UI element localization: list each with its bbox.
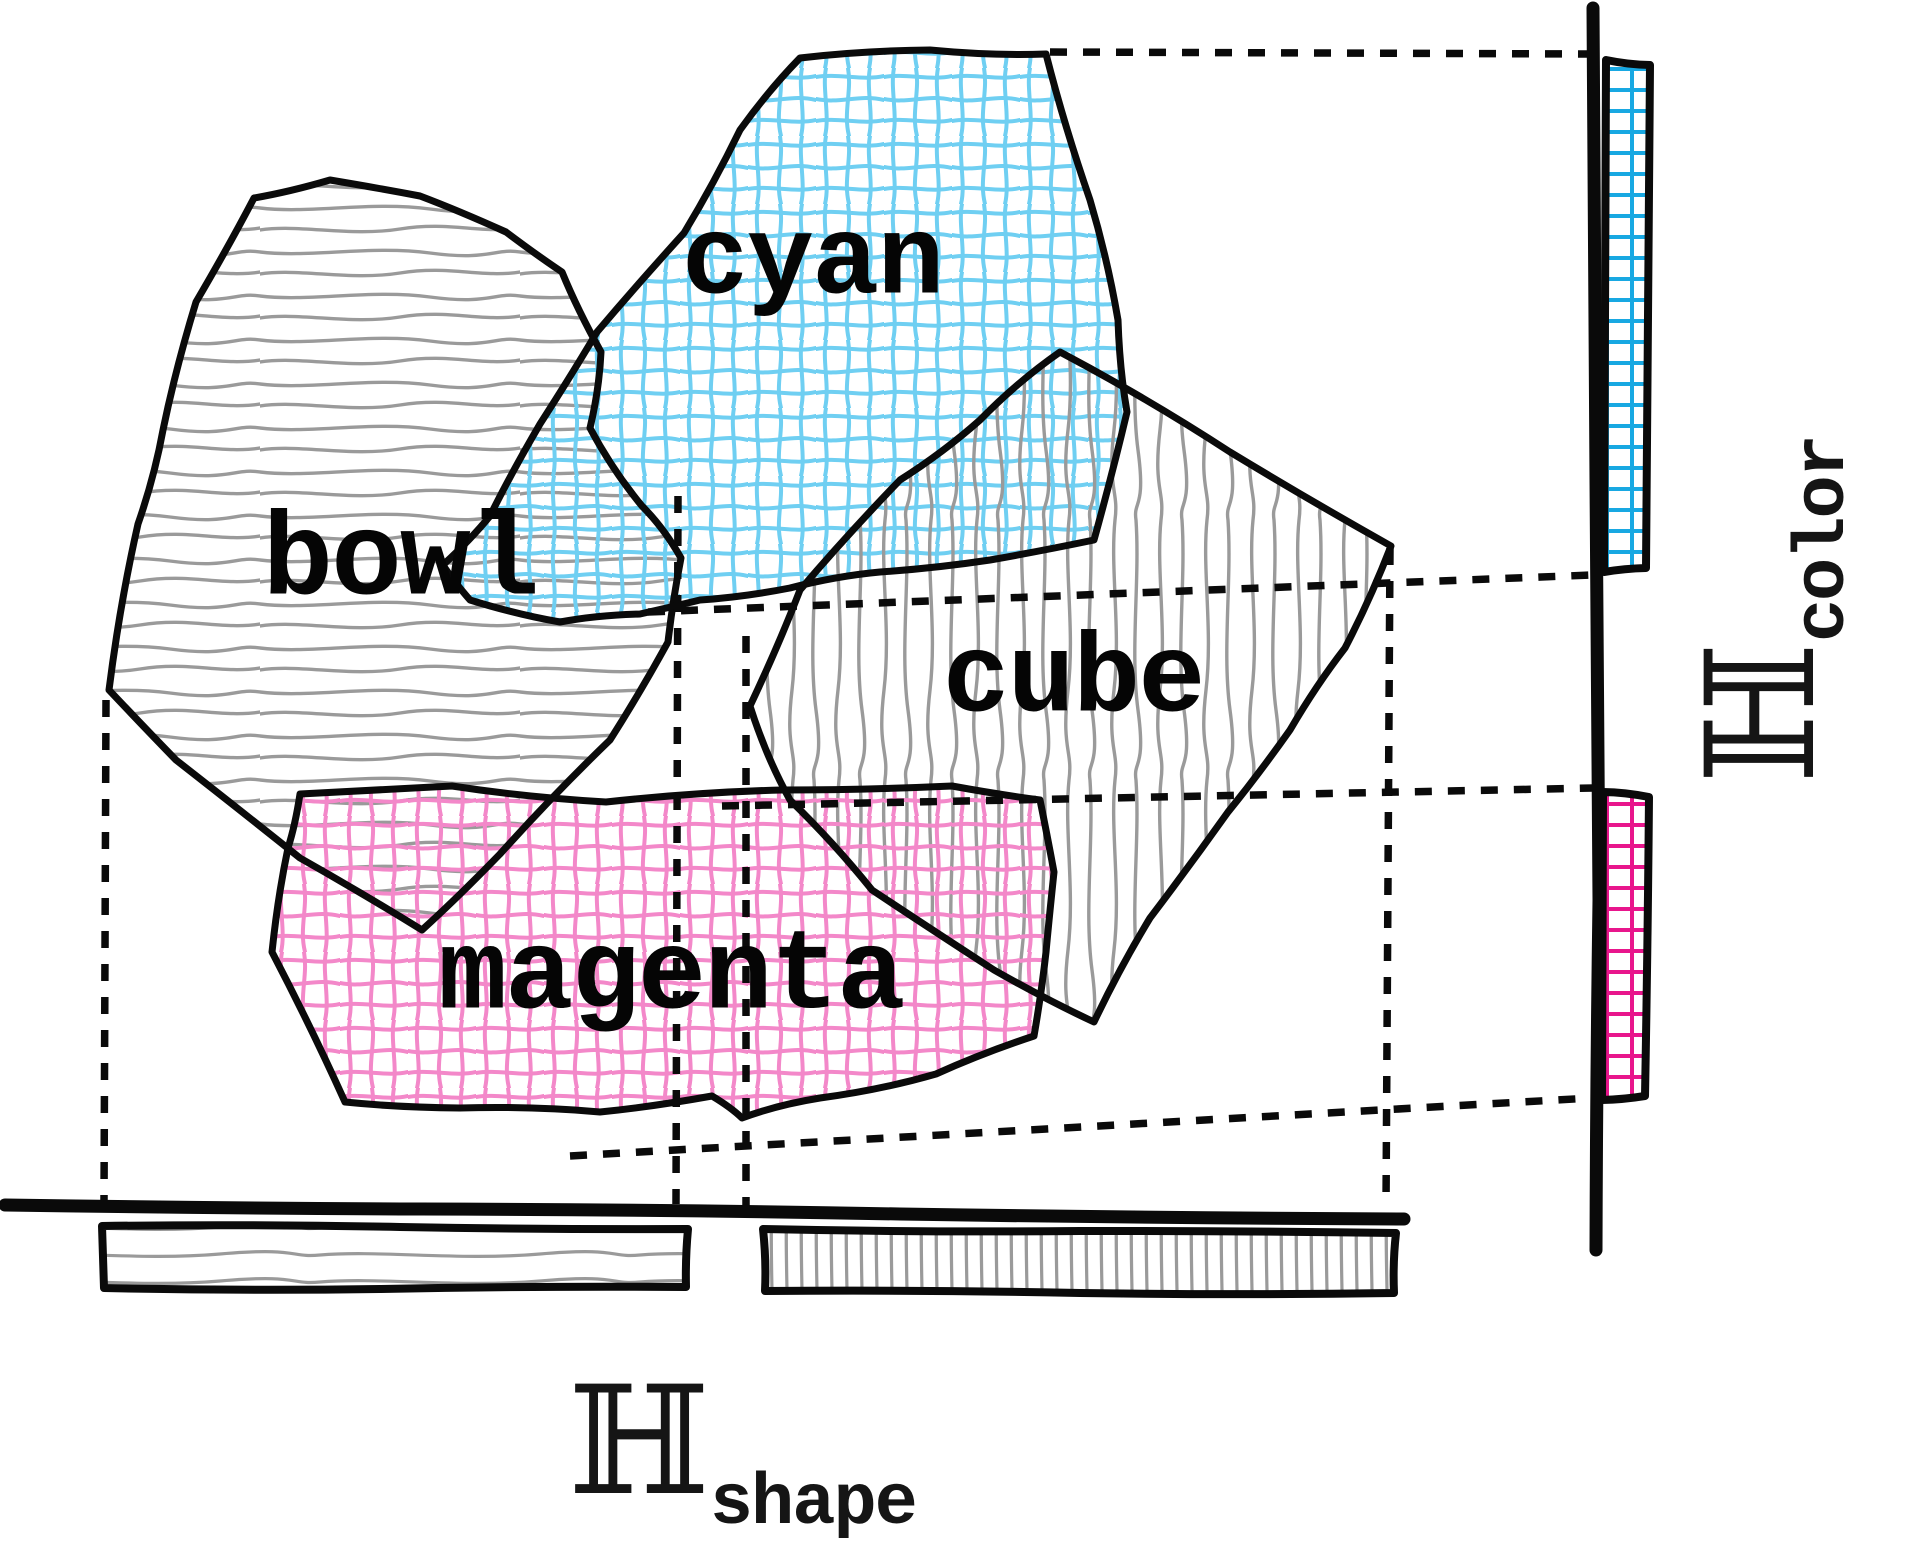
- region-label-cube: cube: [942, 617, 1206, 745]
- shape-axis-line: [0, 1198, 1411, 1226]
- color-axis-line: [1586, 1, 1606, 1257]
- region-label-cyan: cyan: [681, 199, 945, 327]
- region-label-bowl: bowl: [262, 496, 539, 630]
- dashed-cyan-top-proj: [1049, 48, 1589, 58]
- double-struck-h-color: ℍ: [1675, 642, 1849, 784]
- region-fill-bowl: [109, 180, 681, 930]
- region-label-magenta: magenta: [438, 913, 906, 1043]
- region-outline-bowl: [105, 176, 685, 934]
- dashed-cyan-bottom-proj: [647, 571, 1593, 616]
- color-axis-subscript: color: [1783, 436, 1865, 643]
- region-outline-magenta: [268, 782, 1058, 1122]
- dashed-magenta-top-proj: [721, 784, 1595, 810]
- region-outline-layer: [105, 46, 1395, 1122]
- shape-axis-bowl-interval-fill: [102, 1225, 688, 1290]
- shape-axis-cube-interval-fill: [763, 1229, 1396, 1295]
- double-struck-h-shape: ℍ: [568, 1355, 710, 1529]
- dashed-magenta-bottom-proj: [569, 1094, 1593, 1160]
- shape-axis-bowl-interval-outline: [98, 1221, 692, 1294]
- color-axis-cyan-interval-outline: [1600, 56, 1654, 576]
- shape-axis-subscript: shape: [709, 1463, 918, 1545]
- shape-axis-cube-interval-outline: [759, 1225, 1400, 1299]
- color-axis-cyan-interval-fill: [1604, 60, 1650, 572]
- dashed-bowl-left-proj: [100, 699, 110, 1203]
- axes-layer: [0, 1, 1654, 1299]
- region-outline-cyan: [439, 46, 1131, 626]
- color-axis-magenta-interval-fill: [1602, 792, 1649, 1100]
- color-axis-title: ℍcolor: [1675, 375, 1865, 845]
- dashed-cube-right-proj: [1382, 547, 1394, 1207]
- shape-axis-title: ℍshape: [507, 1367, 977, 1545]
- projection-dashed-layer: [100, 48, 1595, 1207]
